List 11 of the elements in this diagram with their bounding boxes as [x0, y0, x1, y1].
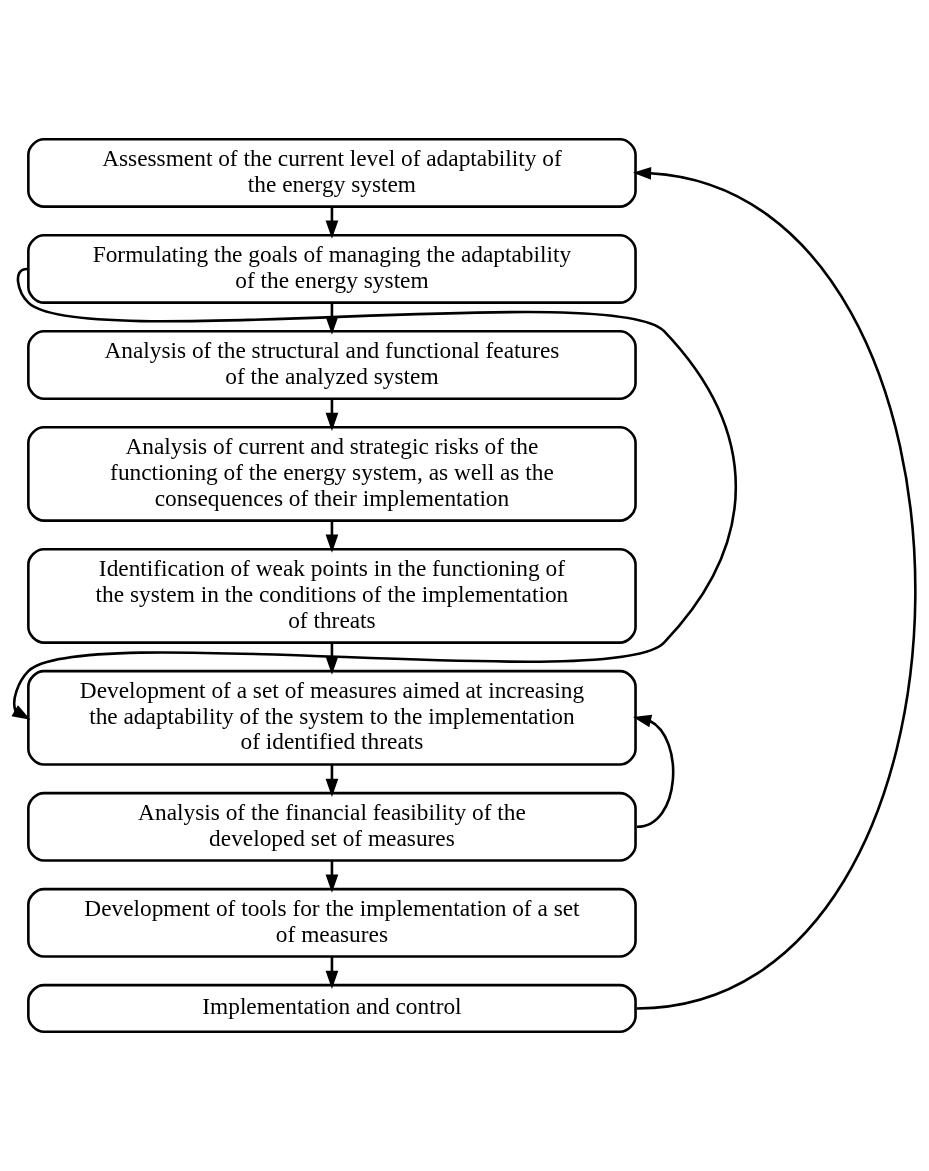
node-box: Formulating the goals of managing the adaptability of the energy system: [27, 233, 637, 304]
arrow: [633, 714, 675, 829]
arrow: [632, 166, 917, 1010]
node-box: Development of a set of measures aimed at increasing the adaptability of the system to the implementation of identified threats: [27, 669, 637, 766]
node-box: Analysis of the financial feasibility of the developed set of measures: [27, 791, 637, 862]
node-box: Assessment of the current level of adaptability of the energy system: [27, 137, 637, 208]
node-box: Identification of weak points in the functioning of the system in the conditions of the implementation of threats: [27, 547, 637, 644]
node-box: Analysis of current and strategic risks of the functioning of the energy system, as well as the consequences of their implementation: [27, 425, 637, 522]
node-box: Development of tools for the implementation of a set of measures: [27, 887, 637, 958]
node-box: Analysis of the structural and functional features of the analyzed system: [27, 329, 637, 400]
node-box: Implementation and control: [27, 983, 637, 1034]
